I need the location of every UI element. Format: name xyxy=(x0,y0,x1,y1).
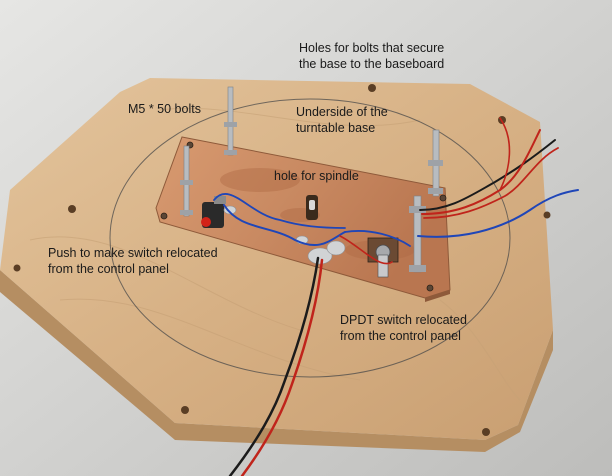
push-switch-label-line2: from the control panel xyxy=(48,262,169,276)
m5-bolts xyxy=(180,86,443,273)
bolt-back-left xyxy=(224,86,237,156)
bolts-label: M5 * 50 bolts xyxy=(128,102,201,116)
wires xyxy=(213,117,579,476)
dpdt-switch-label-line2: from the control panel xyxy=(340,329,461,343)
underside-label-line2: turntable base xyxy=(296,121,376,135)
pencil-circle xyxy=(109,98,511,378)
bolt-back-right xyxy=(428,129,443,197)
plywood-board xyxy=(0,78,553,440)
wood-grain xyxy=(29,107,521,401)
holes-label-line1: Holes for bolts that secure xyxy=(299,41,445,55)
holes-label: Holes for bolts that secure the base to t… xyxy=(299,40,444,72)
bolt-front-right xyxy=(409,195,426,273)
underside-label-line1: Underside of the xyxy=(296,105,388,119)
board-edge xyxy=(0,270,553,452)
bolt-front-left xyxy=(180,145,193,217)
underside-label: Underside of the turntable base xyxy=(296,104,388,136)
spindle-hole xyxy=(306,195,318,220)
dpdt-switch-label-line1: DPDT switch relocated xyxy=(340,313,467,327)
push-switch xyxy=(201,196,226,228)
push-switch-label: Push to make switch relocated from the co… xyxy=(48,245,218,277)
spindle-label: hole for spindle xyxy=(274,169,359,183)
solder-joints xyxy=(223,205,346,265)
copper-board-edge xyxy=(425,290,450,302)
copper-screws xyxy=(160,141,447,292)
push-switch-label-line1: Push to make switch relocated xyxy=(48,246,218,260)
holes-label-line2: the base to the baseboard xyxy=(299,57,445,71)
dpdt-switch-label: DPDT switch relocated from the control pa… xyxy=(340,312,467,344)
